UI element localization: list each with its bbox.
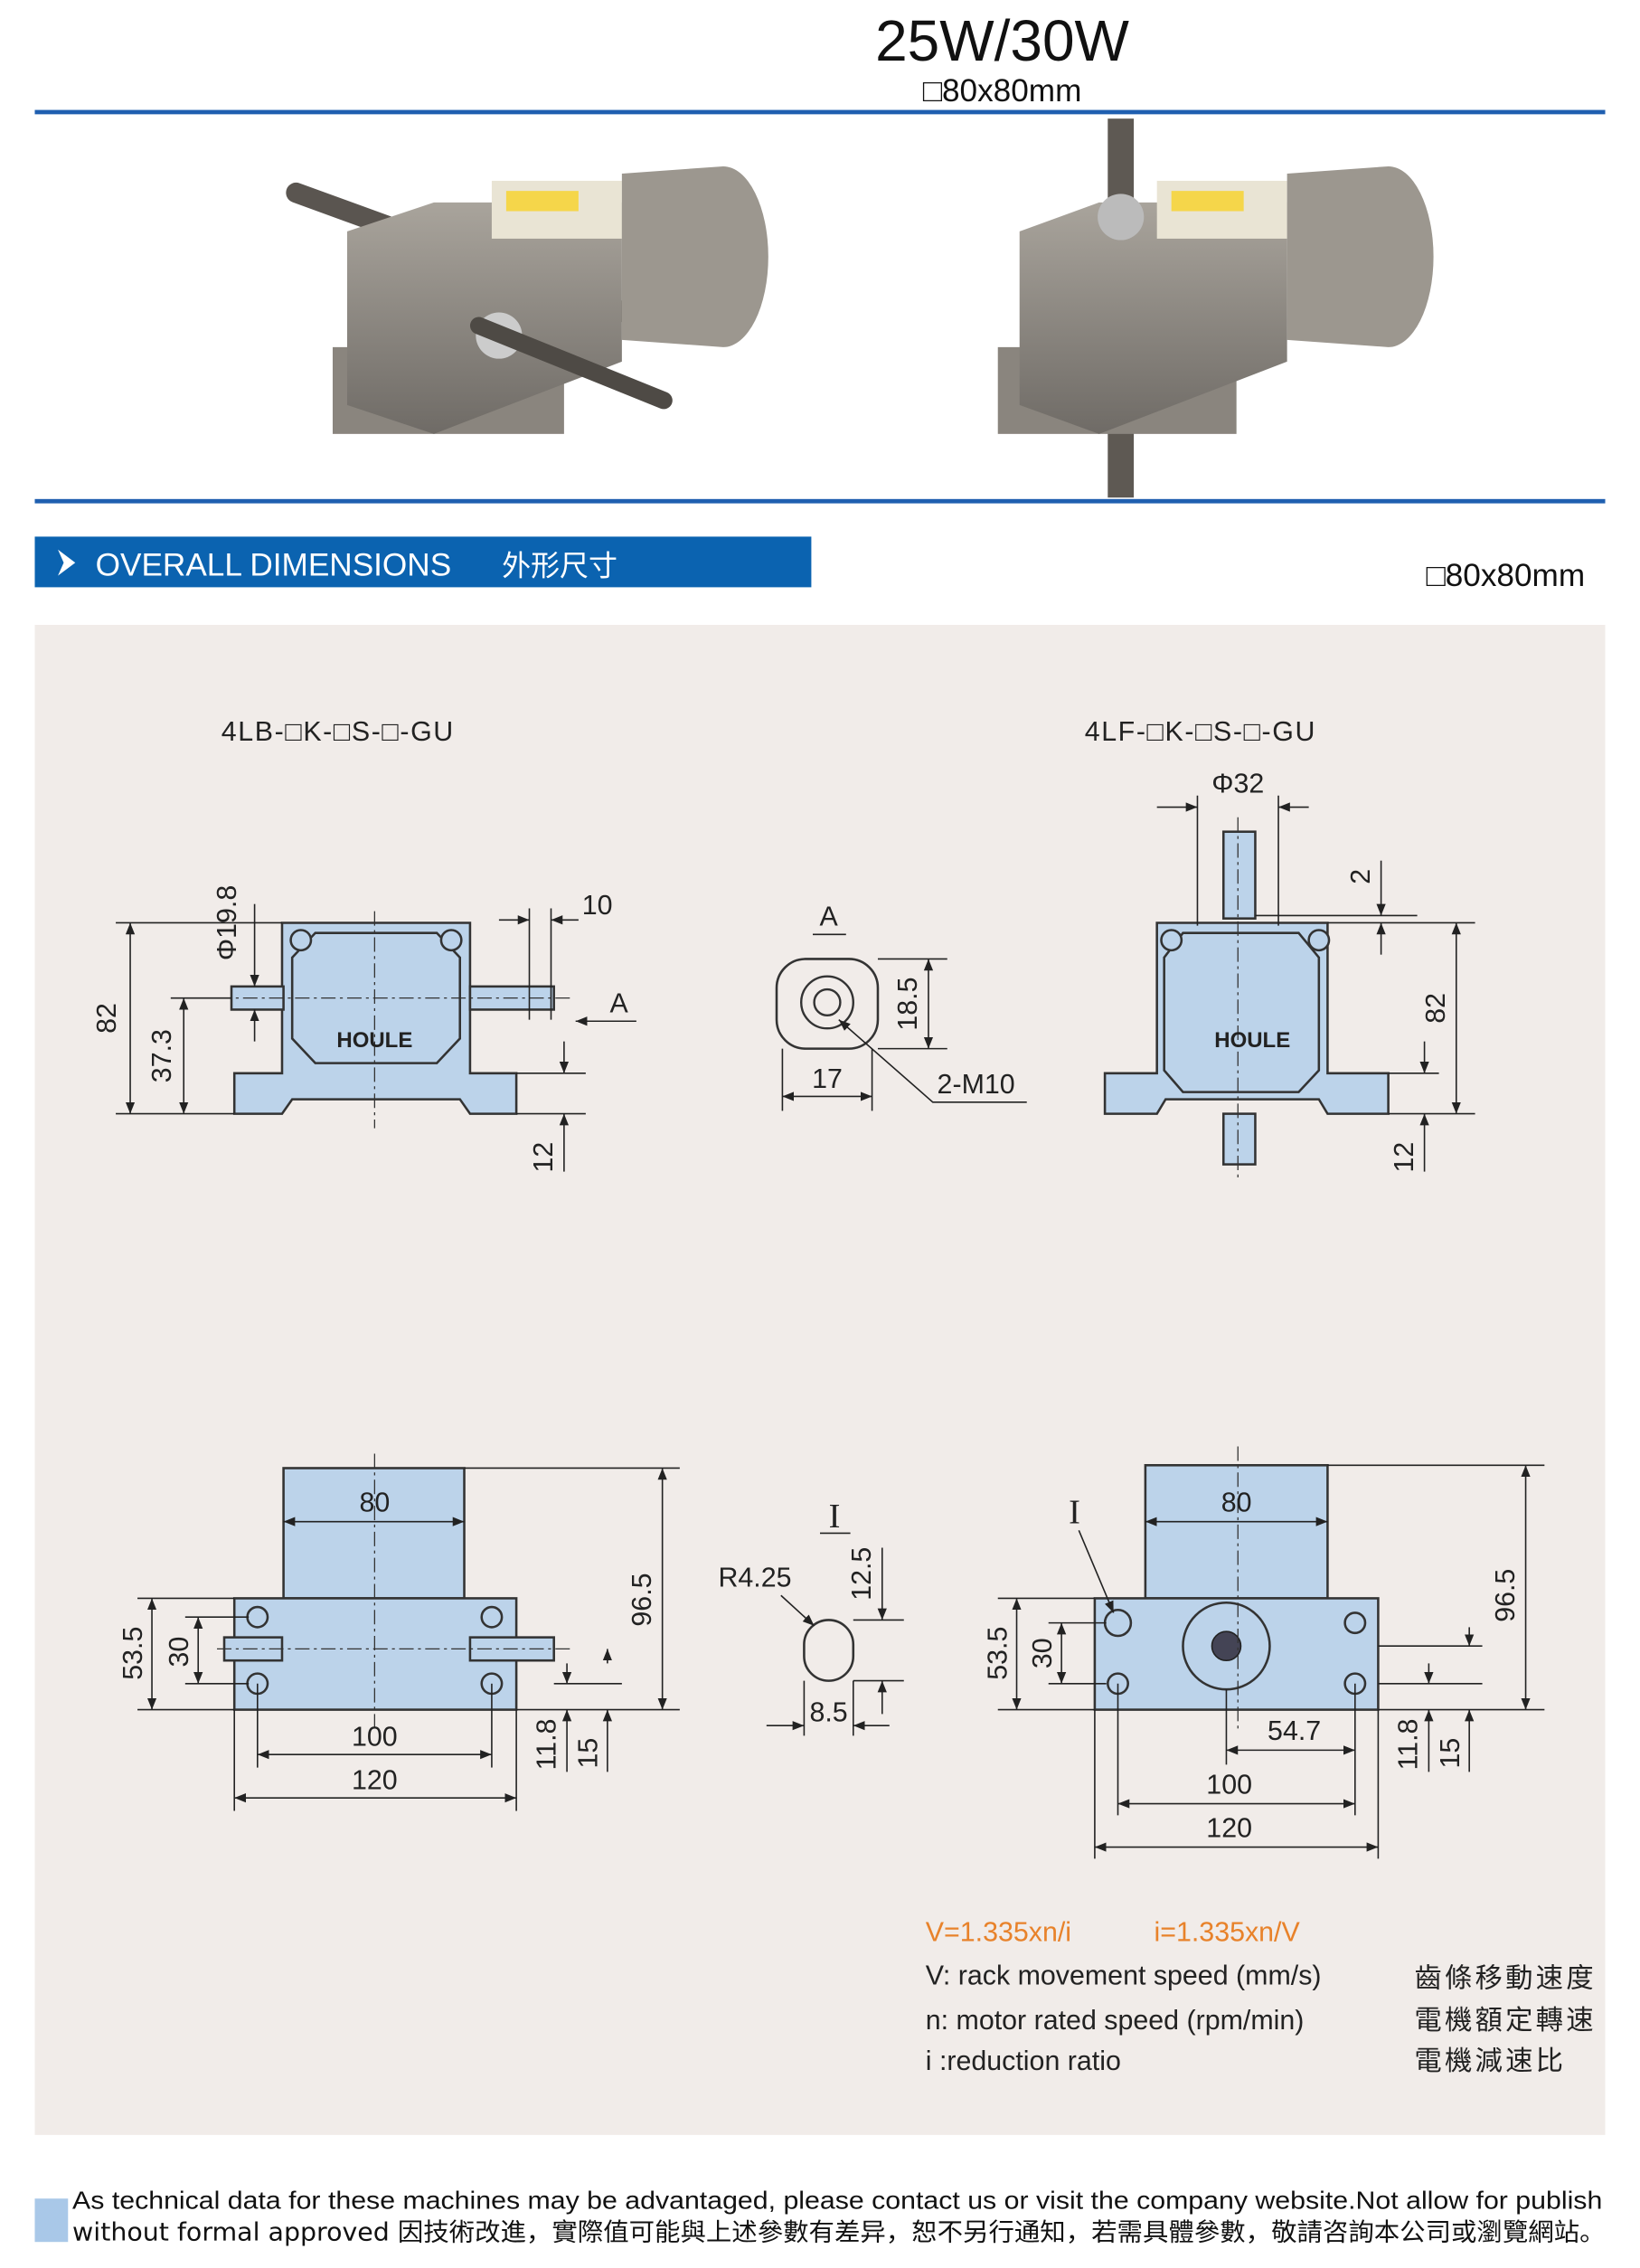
dim-lf-base-width: 120	[1206, 1812, 1252, 1843]
footer-marker	[34, 2198, 69, 2243]
legend-v: V: rack movement speed (mm/s)	[926, 1961, 1322, 1991]
footer-line-1: As technical data for these machines may…	[72, 2186, 1602, 2214]
dim-key: 10	[582, 890, 613, 921]
dim-lf-shaft: 30	[1027, 1638, 1058, 1668]
drawing-lf-top: I 80 96.5 53.5 30 54.7 100 120 11.8 15	[982, 1446, 1545, 1859]
header-divider	[34, 109, 1606, 115]
drawing-lb-front: HOULE 82 37.3 Φ19.8 10 A 12	[91, 885, 636, 1173]
dim-thread: 2-M10	[938, 1069, 1015, 1100]
dim-base: 12	[528, 1142, 559, 1173]
dim-offset: 54.7	[1268, 1715, 1321, 1746]
dim-lf-diameter: Φ32	[1211, 769, 1264, 799]
section-size: □80x80mm	[1426, 558, 1585, 593]
product-photo-lb	[286, 165, 768, 434]
model-lb: 4LB-□K-□S-□-GU	[221, 716, 455, 747]
drawing-lb-top: 80 96.5 53.5 30 100 120 11.8 15	[118, 1453, 680, 1811]
chevron-right-icon	[58, 549, 76, 576]
section-title-cn: 外形尺寸	[502, 549, 617, 583]
dim-holes: 100	[352, 1722, 398, 1753]
dim-a-width: 17	[812, 1063, 843, 1094]
dim-a-height: 18.5	[892, 977, 923, 1030]
dim-radius: R4.25	[718, 1563, 791, 1593]
legend-n-cn: 電機額定轉速	[1414, 2005, 1596, 2036]
detail-i-callout: I	[1069, 1493, 1080, 1531]
legend-i: i :reduction ratio	[926, 2046, 1121, 2076]
drawing-section-a: A 18.5 17 2-M10	[775, 902, 1027, 1111]
drawing-lf-front: HOULE Φ32 2 82 12	[1103, 769, 1475, 1179]
dim-lf-box: 53.5	[982, 1627, 1013, 1680]
dim-detail-height: 12.5	[846, 1547, 877, 1601]
dim-total-height: 96.5	[627, 1573, 657, 1626]
legend-n: n: motor rated speed (rpm/min)	[926, 2005, 1305, 2036]
section-title: OVERALL DIMENSIONS	[96, 548, 452, 583]
dim-a: 11.8	[531, 1719, 561, 1771]
dim-box: 53.5	[118, 1627, 148, 1680]
view-a-label: A	[610, 988, 629, 1019]
dim-lf-a: 11.8	[1393, 1719, 1424, 1771]
drawing-detail-i: I 12.5 R4.25 8.5	[718, 1498, 904, 1736]
dim-base-width: 120	[352, 1765, 398, 1796]
section-banner: OVERALL DIMENSIONS 外形尺寸	[34, 536, 812, 588]
section-a-title: A	[819, 902, 838, 932]
dim-lf-width: 80	[1221, 1487, 1252, 1517]
formula-block: V=1.335xn/i i=1.335xn/V V: rack movement…	[926, 1917, 1596, 2077]
dim-b: 15	[573, 1738, 604, 1769]
dim-shaft: 30	[164, 1637, 194, 1668]
page-title: 25W/30W	[875, 8, 1129, 73]
dim-height: 82	[91, 1003, 122, 1034]
drawing-panel	[34, 624, 1606, 2135]
footer-line-2: without formal approved 因技術改進，實際值可能與上述參數…	[72, 2219, 1605, 2247]
dim-lf-holes: 100	[1206, 1769, 1252, 1800]
formula-speed: V=1.335xn/i	[926, 1917, 1071, 1948]
dim-lf-base: 12	[1389, 1142, 1419, 1173]
product-photo-lf	[997, 118, 1434, 498]
dim-lf-b: 15	[1435, 1738, 1466, 1769]
dim-detail-width: 8.5	[809, 1696, 847, 1727]
model-lf: 4LF-□K-□S-□-GU	[1085, 716, 1316, 747]
header-size: □80x80mm	[923, 73, 1082, 109]
dim-shaft-height: 37.3	[146, 1029, 177, 1082]
photo-divider	[34, 498, 1606, 504]
brand-label: HOULE	[1214, 1028, 1290, 1053]
formula-ratio: i=1.335xn/V	[1154, 1917, 1300, 1948]
detail-i-title: I	[829, 1498, 841, 1536]
dim-lf-total-height: 96.5	[1490, 1569, 1521, 1622]
legend-i-cn: 電機減速比	[1414, 2046, 1566, 2077]
brand-label: HOULE	[336, 1028, 412, 1053]
dim-lf-height: 82	[1420, 993, 1451, 1024]
dim-diameter: Φ19.8	[212, 885, 242, 960]
dim-width: 80	[359, 1487, 390, 1517]
legend-v-cn: 齒條移動速度	[1414, 1963, 1596, 1995]
dim-gap: 2	[1345, 869, 1376, 884]
